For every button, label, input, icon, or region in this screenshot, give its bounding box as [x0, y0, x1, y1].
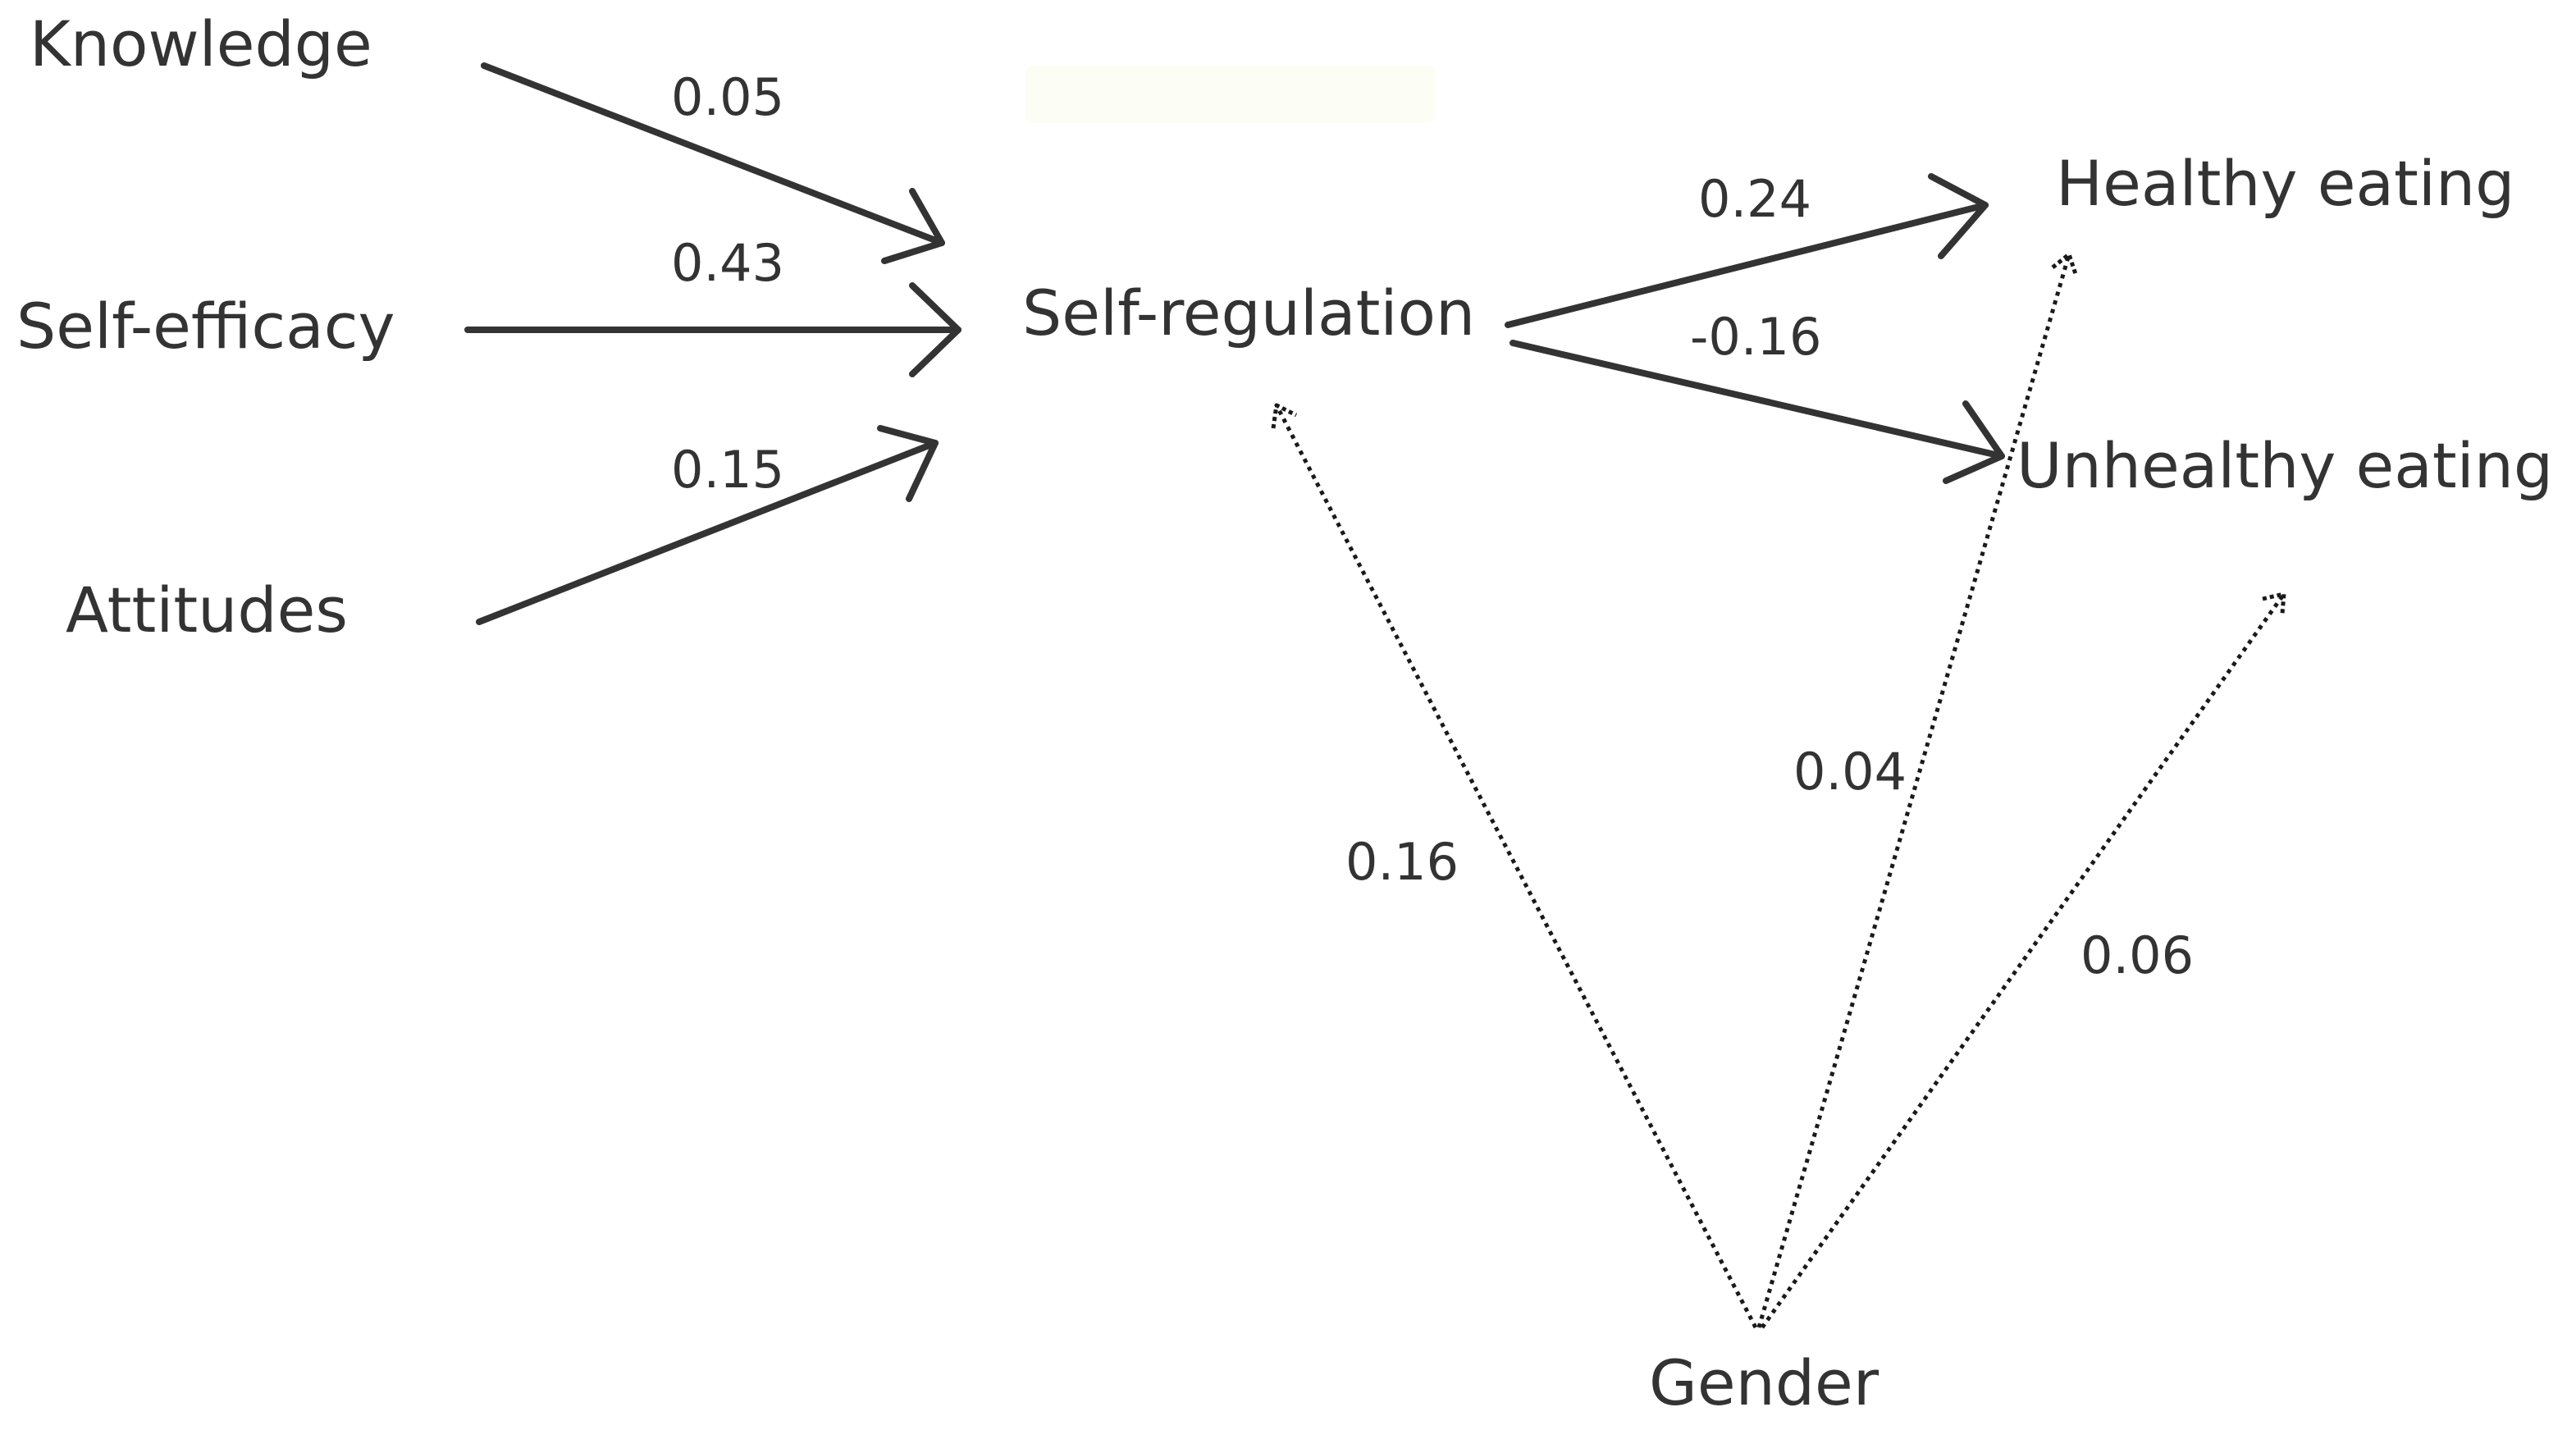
arrow-self-regulation-to-unhealthy-eating	[1510, 340, 2005, 484]
node-gender: Gender	[1649, 1346, 1879, 1419]
arrow-knowledge-to-self-regulation	[481, 62, 945, 264]
node-self-efficacy: Self-efficacy	[16, 290, 395, 363]
coef-self-regulation-to-healthy-eating: 0.24	[1698, 169, 1811, 229]
watermark-smudge	[1025, 66, 1436, 123]
arrow-attitudes-to-self-regulation	[476, 425, 939, 625]
node-unhealthy-eating: Unhealthy eating	[2016, 429, 2553, 502]
dotted-arrow-gender-to-unhealthy-eating	[1760, 592, 2286, 1329]
coef-gender-to-self-regulation: 0.16	[1345, 832, 1459, 892]
node-knowledge: Knowledge	[30, 7, 372, 80]
coef-gender-to-healthy-eating: 0.04	[1793, 742, 1907, 802]
coef-gender-to-unhealthy-eating: 0.06	[2080, 925, 2194, 985]
arrow-self-efficacy-to-self-regulation	[464, 282, 961, 377]
node-self-regulation: Self-regulation	[1022, 276, 1475, 350]
dotted-arrow-gender-to-self-regulation	[1271, 403, 1758, 1329]
dotted-arrow-gender-to-healthy-eating	[1756, 252, 2078, 1328]
coef-attitudes-to-self-regulation: 0.15	[671, 440, 784, 500]
node-healthy-eating: Healthy eating	[2056, 147, 2514, 220]
arrow-self-regulation-to-healthy-eating	[1505, 173, 1989, 328]
coef-self-regulation-to-unhealthy-eating: -0.16	[1690, 307, 1821, 367]
coef-self-efficacy-to-self-regulation: 0.43	[671, 233, 784, 293]
coef-knowledge-to-self-regulation: 0.05	[671, 67, 784, 127]
node-attitudes: Attitudes	[66, 573, 348, 646]
